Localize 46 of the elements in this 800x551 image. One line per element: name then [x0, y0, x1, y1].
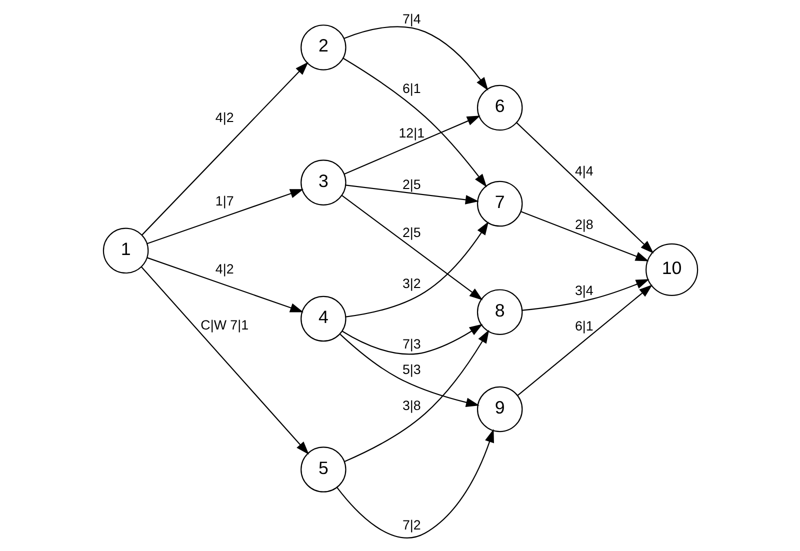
- node-circle: 1: [102, 228, 148, 274]
- arrow: [345, 222, 488, 318]
- arrow: [345, 184, 478, 204]
- node-circle: 10: [645, 243, 698, 296]
- arrow: [336, 428, 494, 538]
- arrow: [516, 284, 652, 396]
- edge-label: 4|4: [574, 163, 593, 178]
- node-circle: 2: [300, 24, 346, 70]
- node-circle: 7: [476, 180, 522, 227]
- arrow: [516, 122, 654, 254]
- node-circle: 4: [300, 296, 346, 342]
- arrow: [341, 195, 482, 300]
- arrow: [342, 58, 486, 188]
- edge-label: 2|8: [574, 217, 593, 232]
- edge-label: 7|3: [402, 336, 420, 352]
- edge-label: 12|1: [398, 125, 424, 140]
- node-circle: 8: [476, 289, 522, 335]
- edge-label: 3|2: [402, 276, 420, 292]
- edge-label: 5|3: [402, 362, 420, 378]
- edge-label: 1|7: [214, 194, 234, 209]
- node-circle: 9: [476, 386, 522, 432]
- arrow: [343, 116, 480, 175]
- edge-label: 4|2: [214, 110, 234, 125]
- edge-label: 6|1: [402, 80, 420, 96]
- edge-label: 2|5: [402, 176, 420, 192]
- arrow: [140, 266, 309, 455]
- node-circle: 6: [476, 84, 522, 131]
- arrow: [344, 330, 489, 462]
- edge-label: 6|1: [574, 318, 593, 334]
- node-circle: 5: [300, 446, 346, 492]
- edge-label: 7|4: [402, 12, 420, 27]
- arrow: [520, 211, 648, 262]
- edge-label: 3|4: [574, 282, 593, 298]
- arrow: [141, 62, 308, 236]
- edge-label: 3|8: [402, 398, 420, 413]
- arrow: [146, 189, 304, 244]
- arrow: [522, 279, 649, 311]
- edge-label: 7|2: [402, 517, 420, 532]
- arrow: [344, 26, 488, 91]
- arrow: [339, 334, 479, 408]
- arrow: [341, 324, 482, 355]
- edge-label: 4|2: [214, 262, 234, 277]
- edge-label: 2|5: [402, 224, 420, 240]
- arrow: [146, 257, 304, 312]
- edge-label: C|W 7|1: [200, 317, 248, 332]
- node-circle: 3: [300, 160, 346, 206]
